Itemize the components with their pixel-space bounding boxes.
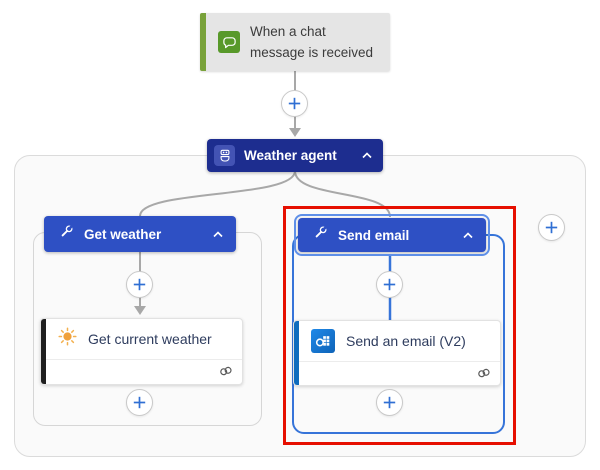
- chevron-up-icon[interactable]: [462, 231, 474, 240]
- plus-icon: [383, 278, 396, 291]
- add-action-button[interactable]: [126, 389, 153, 416]
- connection-icon[interactable]: [477, 366, 491, 384]
- plus-icon: [383, 396, 396, 409]
- branch-header-get-weather[interactable]: Get weather: [44, 216, 236, 252]
- connection-icon[interactable]: [219, 364, 233, 382]
- action-color-bar: [294, 321, 299, 385]
- action-title: Send an email (V2): [346, 333, 466, 349]
- chevron-up-icon[interactable]: [212, 230, 224, 239]
- chevron-up-icon[interactable]: [361, 151, 373, 160]
- action-card-get-current-weather[interactable]: Get current weather: [40, 318, 243, 385]
- trigger-title: When a chat message is received: [250, 24, 374, 60]
- plus-icon: [288, 97, 301, 110]
- agent-card[interactable]: Weather agent: [207, 139, 383, 172]
- insert-step-button[interactable]: [281, 90, 308, 117]
- wrench-icon: [58, 224, 74, 245]
- trigger-card[interactable]: When a chat message is received: [200, 13, 390, 71]
- action-color-bar: [41, 319, 46, 384]
- action-card-send-an-email[interactable]: Send an email (V2): [293, 320, 501, 386]
- wrench-icon: [312, 225, 328, 246]
- add-action-button[interactable]: [376, 389, 403, 416]
- add-tool-button[interactable]: [538, 214, 565, 241]
- agent-title: Weather agent: [244, 148, 337, 163]
- plus-icon: [133, 278, 146, 291]
- outlook-icon: [311, 329, 335, 353]
- action-title: Get current weather: [88, 331, 212, 347]
- branch-title: Get weather: [84, 226, 162, 242]
- plus-icon: [545, 221, 558, 234]
- insert-step-button[interactable]: [126, 271, 153, 298]
- bot-icon: [214, 145, 235, 166]
- chat-bubble-icon: [218, 31, 240, 53]
- branch-title: Send email: [338, 227, 410, 243]
- insert-step-button[interactable]: [376, 271, 403, 298]
- plus-icon: [133, 396, 146, 409]
- branch-header-send-email[interactable]: Send email: [294, 214, 490, 256]
- sun-icon: [58, 327, 77, 351]
